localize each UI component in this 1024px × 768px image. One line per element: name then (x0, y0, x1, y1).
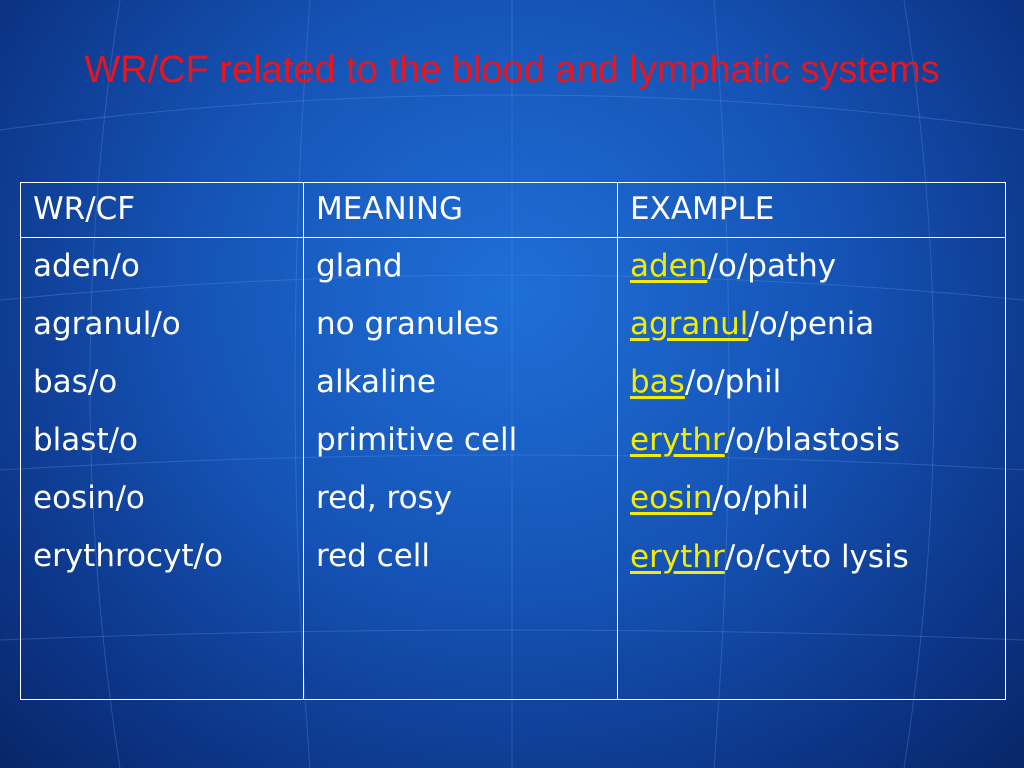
example-suffix: /o/blastosis (724, 422, 901, 458)
example-root-link[interactable]: agranul (630, 306, 749, 342)
example-item: agranul/o/penia (630, 306, 993, 342)
meaning-item: alkaline (316, 364, 436, 400)
meaning-item: gland (316, 248, 403, 284)
meaning-item: primitive cell (316, 422, 518, 458)
wrcf-item: bas/o (33, 364, 118, 400)
wrcf-item: agranul/o (33, 306, 181, 342)
example-item: erythr/o/cyto lysis (630, 538, 993, 576)
meaning-item: no granules (316, 306, 500, 342)
example-root-link[interactable]: bas (630, 364, 685, 400)
example-suffix: /o/cyto lysis (724, 539, 909, 575)
example-item: eosin/o/phil (630, 480, 993, 516)
header-example: EXAMPLE (617, 182, 1006, 238)
example-root-link[interactable]: erythr (630, 539, 725, 575)
wrcf-item: aden/o (33, 248, 140, 284)
example-suffix: /o/penia (748, 306, 875, 342)
example-suffix: /o/phil (712, 480, 809, 516)
table-header-row: WR/CF MEANING EXAMPLE (20, 182, 1006, 238)
wrcf-item: blast/o (33, 422, 139, 458)
example-item: erythr/o/blastosis (630, 422, 993, 458)
wrcf-item: eosin/o (33, 480, 145, 516)
meaning-item: red, rosy (316, 480, 453, 516)
header-wrcf: WR/CF (20, 182, 304, 238)
meaning-column: gland no granules alkaline primitive cel… (303, 237, 618, 700)
example-item: bas/o/phil (630, 364, 993, 400)
example-suffix: /o/pathy (707, 248, 837, 284)
example-root-link[interactable]: eosin (630, 480, 713, 516)
example-suffix: /o/phil (684, 364, 782, 400)
terms-table: WR/CF MEANING EXAMPLE aden/o agranul/o b… (20, 182, 1006, 700)
example-column: aden/o/pathy agranul/o/penia bas/o/phil … (617, 237, 1006, 700)
table-body-row: aden/o agranul/o bas/o blast/o eosin/o e… (20, 237, 1006, 700)
slide-title: WR/CF related to the blood and lymphatic… (84, 49, 940, 91)
example-root-link[interactable]: erythr (630, 422, 725, 458)
example-root-link[interactable]: aden (630, 248, 708, 284)
wrcf-column: aden/o agranul/o bas/o blast/o eosin/o e… (20, 237, 304, 700)
example-item: aden/o/pathy (630, 248, 993, 284)
header-meaning: MEANING (303, 182, 618, 238)
wrcf-item: erythrocyt/o (33, 538, 223, 574)
meaning-item: red cell (316, 538, 431, 574)
